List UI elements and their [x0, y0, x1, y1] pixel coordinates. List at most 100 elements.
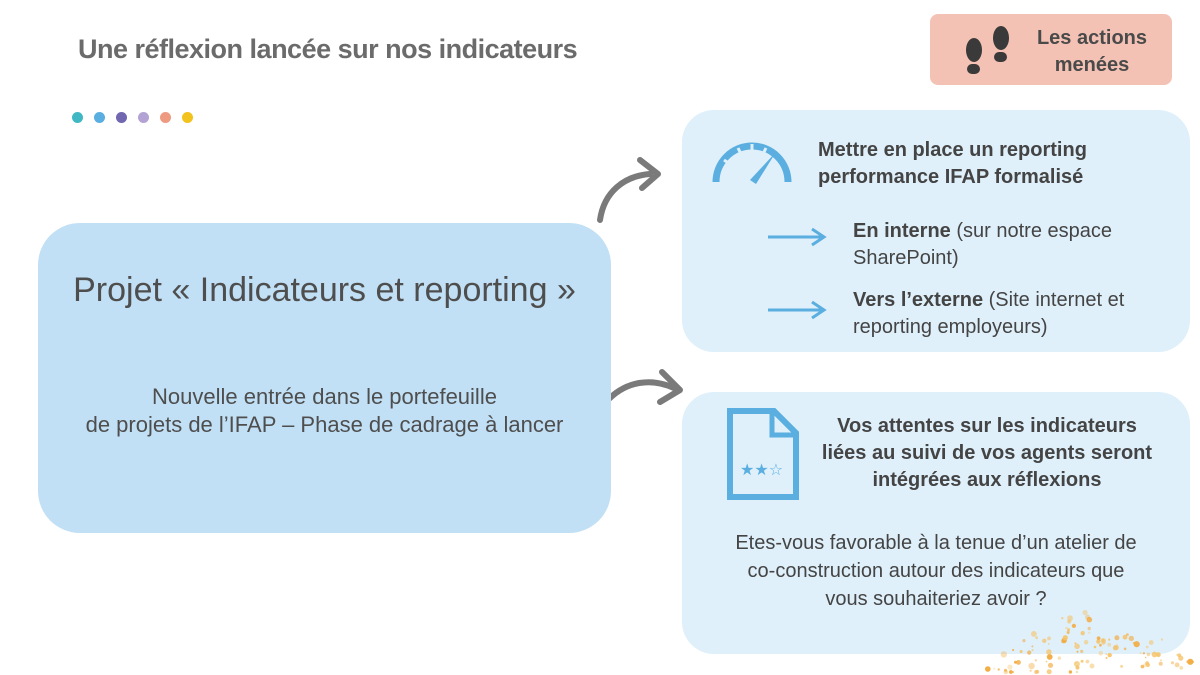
decorative-dot	[138, 112, 149, 123]
sparkle-dot	[1034, 659, 1037, 662]
sparkle-dot	[1096, 636, 1101, 641]
sparkle-dot	[1057, 656, 1061, 660]
workshop-question-line-2: co-construction autour des indicateurs q…	[747, 560, 1125, 582]
sparkle-dot	[1174, 662, 1180, 668]
sparkle-dot	[993, 667, 996, 670]
sparkle-dot	[1071, 623, 1076, 628]
sparkle-dot	[1075, 670, 1079, 674]
actions-badge-label: Les actions menées	[1030, 25, 1154, 79]
decorative-dot	[160, 112, 171, 123]
decorative-sparkle-dots	[985, 609, 1195, 675]
sparkle-dot	[1142, 652, 1145, 655]
sparkle-dot	[1089, 663, 1095, 669]
decorative-dots	[72, 112, 193, 123]
sparkle-dot	[1123, 647, 1127, 651]
sparkle-dot	[1031, 645, 1034, 648]
reporting-item-internal: En interne (sur notre espace SharePoint)	[853, 218, 1173, 272]
reporting-box: Mettre en place un reporting performance…	[682, 110, 1190, 352]
sparkle-dot	[1076, 650, 1079, 653]
arrow-right-icon	[768, 227, 827, 247]
expectations-heading-line-2: liées au suivi de vos agents seront	[821, 442, 1153, 464]
expectations-box: ★★☆ Vos attentes sur les indicateurs lié…	[682, 392, 1190, 654]
sparkle-dot	[1114, 635, 1120, 641]
sparkle-dot	[1082, 609, 1088, 616]
sparkle-dot	[1016, 660, 1021, 665]
arrow-right-icon	[768, 300, 827, 320]
sparkle-dot	[1068, 670, 1073, 674]
project-box: Projet « Indicateurs et reporting » Nouv…	[38, 223, 611, 533]
project-description-line-2: de projets de l’IFAP – Phase de cadrage …	[85, 412, 564, 437]
sparkle-dot	[1067, 615, 1073, 622]
sparkle-dot	[1096, 639, 1101, 644]
sparkle-dot	[1105, 653, 1108, 656]
sparkle-dot	[1066, 632, 1070, 635]
sparkle-dot	[1061, 617, 1064, 620]
sparkle-dot	[1158, 661, 1163, 666]
sparkle-dot	[1027, 650, 1032, 655]
reporting-heading-line-2: performance IFAP formalisé	[818, 166, 1084, 188]
sparkle-dot	[1046, 649, 1052, 655]
sparkle-dot	[1034, 670, 1039, 674]
sparkle-dot	[1178, 655, 1184, 661]
sparkle-dot	[1086, 616, 1093, 623]
sparkle-dot	[1128, 635, 1134, 642]
sparkle-dot	[1099, 643, 1102, 647]
sparkle-dot	[1106, 657, 1108, 660]
sparkle-dot	[1046, 669, 1052, 675]
reporting-item-external-bold: Vers l’externe	[853, 289, 984, 311]
reporting-item-internal-rest: (sur notre espace SharePoint)	[853, 220, 1112, 269]
project-description-line-1: Nouvelle entrée dans le portefeuille	[152, 384, 497, 409]
sparkle-dot	[1029, 669, 1032, 672]
sparkle-dot	[1074, 643, 1080, 650]
sparkle-dot	[1145, 645, 1149, 649]
sparkle-dot	[1080, 631, 1085, 636]
sparkle-dot	[1080, 659, 1084, 663]
sparkle-dot	[985, 666, 991, 672]
sparkle-dot	[1107, 642, 1112, 647]
sparkle-dot	[1035, 636, 1038, 640]
sparkle-dot	[1160, 638, 1163, 641]
sparkle-dot	[1160, 659, 1162, 662]
expectations-heading-line-3: intégrées aux réflexions	[872, 469, 1102, 491]
page-title: Une réflexion lancée sur nos indicateurs	[78, 34, 578, 64]
sparkle-dot	[1107, 652, 1112, 658]
svg-text:★★☆: ★★☆	[740, 460, 783, 479]
sparkle-dot	[1083, 639, 1089, 645]
sparkle-dot	[1145, 662, 1150, 668]
badge-line-1: Les actions	[1036, 27, 1148, 49]
sparkle-dot	[1192, 660, 1195, 664]
footsteps-icon	[966, 26, 1009, 74]
sparkle-dot	[1000, 651, 1007, 658]
sparkle-dot	[1045, 660, 1048, 663]
sparkle-dot	[1066, 630, 1070, 634]
reporting-heading: Mettre en place un reporting performance…	[818, 137, 1148, 191]
sparkle-dot	[1009, 670, 1013, 674]
decorative-dot	[116, 112, 127, 123]
sparkle-dot	[1012, 670, 1015, 674]
expectations-heading: Vos attentes sur les indicateurs liées a…	[817, 413, 1157, 494]
decorative-dot	[182, 112, 193, 123]
sparkle-dot	[1139, 652, 1142, 655]
curved-arrow-icon	[597, 157, 661, 223]
sparkle-dot	[1126, 633, 1129, 636]
sparkle-dot	[1019, 650, 1023, 653]
decorative-dot	[94, 112, 105, 123]
workshop-question: Etes-vous favorable à la tenue d’un atel…	[696, 529, 1176, 613]
sparkle-dot	[1075, 665, 1080, 670]
workshop-question-line-1: Etes-vous favorable à la tenue d’un atel…	[735, 532, 1137, 554]
sparkle-dot	[1085, 659, 1090, 664]
speedometer-icon	[712, 142, 792, 184]
sparkle-dot	[1120, 664, 1124, 668]
sparkle-dot	[1047, 636, 1051, 641]
project-description: Nouvelle entrée dans le portefeuille de …	[38, 383, 611, 439]
reporting-item-internal-bold: En interne	[853, 220, 951, 242]
sparkle-dot	[1116, 643, 1118, 645]
actions-badge: Les actions menées	[930, 14, 1172, 85]
sparkle-dot	[997, 668, 1000, 671]
sparkle-dot	[1170, 661, 1175, 665]
sparkle-dot	[1031, 631, 1037, 637]
project-title: Projet « Indicateurs et reporting »	[73, 271, 576, 309]
reporting-item-external-rest: (Site internet et reporting employeurs)	[853, 289, 1125, 338]
sparkle-dot	[1133, 641, 1140, 648]
sparkle-dot	[1004, 668, 1007, 672]
